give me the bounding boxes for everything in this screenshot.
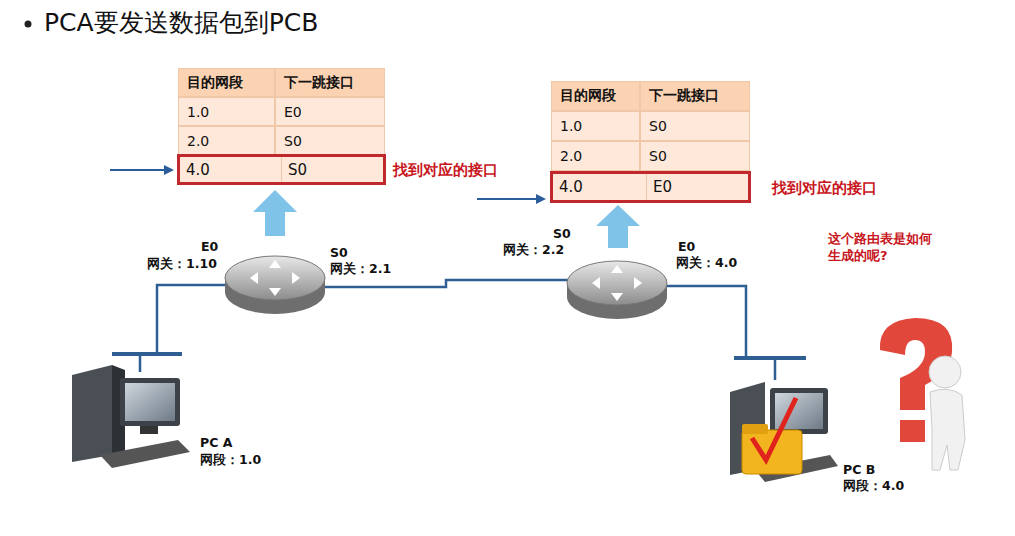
interface-label: 网关：1.10 — [147, 256, 217, 273]
pc-icon — [72, 365, 190, 468]
table-cell: 1.0 — [178, 97, 275, 126]
interface-label: PC A — [200, 435, 232, 450]
table-cell: E0 — [647, 174, 748, 200]
interface-label: 网关：2.2 — [503, 242, 564, 259]
table-cell: E0 — [275, 97, 385, 126]
interface-label: E0 — [678, 239, 695, 254]
pc-icon — [730, 382, 838, 482]
table-cell: 4.0 — [553, 174, 647, 200]
question-note: 这个路由表是如何 生成的呢? — [828, 230, 948, 264]
table-header: 下一跳接口 — [275, 68, 385, 97]
interface-label: 网段：1.0 — [200, 452, 261, 469]
table-cell: 2.0 — [551, 141, 640, 171]
interface-label: S0 — [553, 226, 571, 241]
table-cell: S0 — [275, 126, 385, 155]
table-header: 下一跳接口 — [640, 81, 750, 111]
table-cell: 2.0 — [178, 126, 275, 155]
table-cell: 4.0 — [180, 157, 282, 182]
table-header: 目的网段 — [178, 68, 275, 97]
interface-label: PC B — [843, 462, 875, 477]
table-cell: S0 — [640, 141, 750, 171]
table-cell: S0 — [640, 111, 750, 141]
router-icon — [225, 256, 325, 314]
highlighted-route-row: 4.0S0 — [177, 154, 386, 185]
callout-text: 找到对应的接口 — [393, 161, 498, 180]
interface-label: E0 — [201, 239, 218, 254]
callout-text: 找到对应的接口 — [772, 179, 877, 198]
interface-label: S0 — [330, 245, 348, 260]
table-cell: 1.0 — [551, 111, 640, 141]
interface-label: 网关：2.1 — [330, 261, 391, 278]
router-icon — [567, 261, 667, 319]
interface-label: 网关：4.0 — [676, 255, 737, 272]
bullet — [25, 21, 32, 28]
thinking-person — [880, 318, 965, 470]
slide-title: PCA要发送数据包到PCB — [44, 6, 318, 39]
table-header: 目的网段 — [551, 81, 640, 111]
table-cell: S0 — [282, 157, 383, 182]
interface-label: 网段：4.0 — [843, 478, 904, 495]
network-wires — [112, 280, 806, 380]
highlighted-route-row: 4.0E0 — [550, 171, 751, 203]
